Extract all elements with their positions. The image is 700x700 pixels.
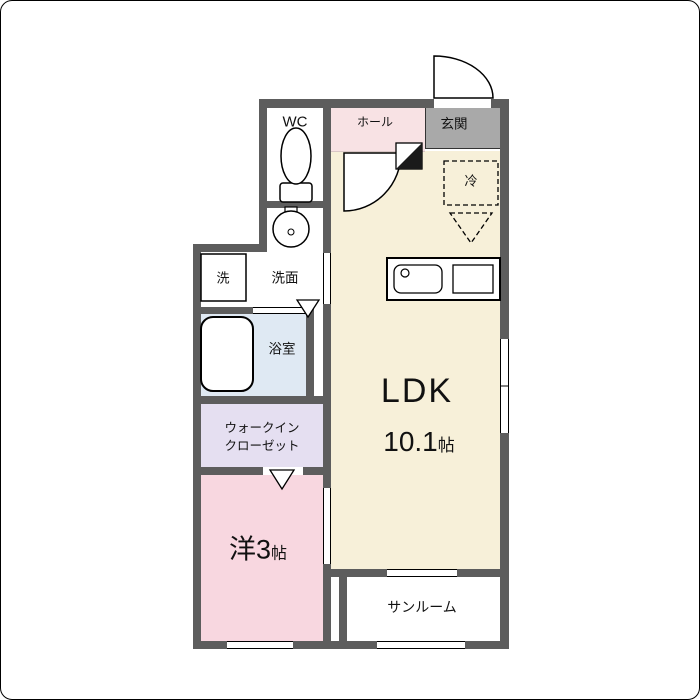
- room-ldk-size: 10.1帖: [383, 428, 455, 456]
- window: [227, 641, 293, 649]
- wall-segment: [193, 467, 331, 475]
- room-western-label: 洋3帖: [228, 534, 288, 565]
- fridge-label: 冷: [464, 173, 478, 189]
- room-sunroom-floor: [347, 577, 500, 641]
- toilet-icon: [279, 127, 313, 203]
- ldk-size-unit: 帖: [437, 436, 455, 455]
- room-closet-floor: [201, 404, 323, 467]
- hall-ldk-boundary-line: [331, 151, 425, 152]
- room-bath-label: 浴室: [268, 341, 296, 357]
- room-wc-label: WC: [282, 113, 308, 131]
- washer-label: 洗: [216, 270, 230, 286]
- room-closet-label-line2: クローゼット: [224, 438, 300, 453]
- bath-door-opening: [253, 307, 306, 314]
- room-ldk-label: LDK: [380, 372, 454, 410]
- room-sunroom-label: サンルーム: [387, 599, 457, 615]
- wall-segment: [339, 569, 347, 649]
- window: [500, 339, 509, 433]
- room-washroom-label: 洗面: [271, 270, 299, 286]
- western-room-sliding-door: [323, 488, 331, 564]
- room-genkan-label: 玄関: [440, 116, 468, 132]
- washroom-sliding-door: [323, 253, 331, 304]
- ldk-size-value: 10.1: [383, 426, 438, 457]
- genkan-hall-divider-line: [425, 108, 426, 148]
- wall-segment: [259, 99, 434, 108]
- western-label-unit: 帖: [271, 545, 288, 563]
- wall-segment: [193, 244, 267, 252]
- sink-icon: [272, 206, 310, 248]
- window: [377, 641, 465, 649]
- wall-segment: [193, 244, 201, 649]
- wall-segment: [306, 307, 314, 404]
- room-hall-label: ホール: [356, 115, 394, 129]
- wall-segment: [259, 201, 331, 208]
- western-label-main: 洋3: [228, 534, 272, 565]
- room-ldk-floor: [331, 151, 500, 569]
- genkan-step-edge-line: [425, 148, 500, 149]
- wall-segment: [323, 99, 331, 641]
- room-western-floor: [201, 475, 323, 641]
- closet-opening: [263, 467, 303, 475]
- wall-segment: [193, 396, 331, 404]
- wall-segment: [193, 641, 509, 649]
- room-closet-label-line1: ウォークイン: [224, 420, 300, 435]
- sunroom-opening: [387, 569, 457, 577]
- entrance-door-arc: [433, 55, 494, 99]
- room-genkan-floor: [425, 108, 500, 148]
- wall-segment: [259, 99, 267, 251]
